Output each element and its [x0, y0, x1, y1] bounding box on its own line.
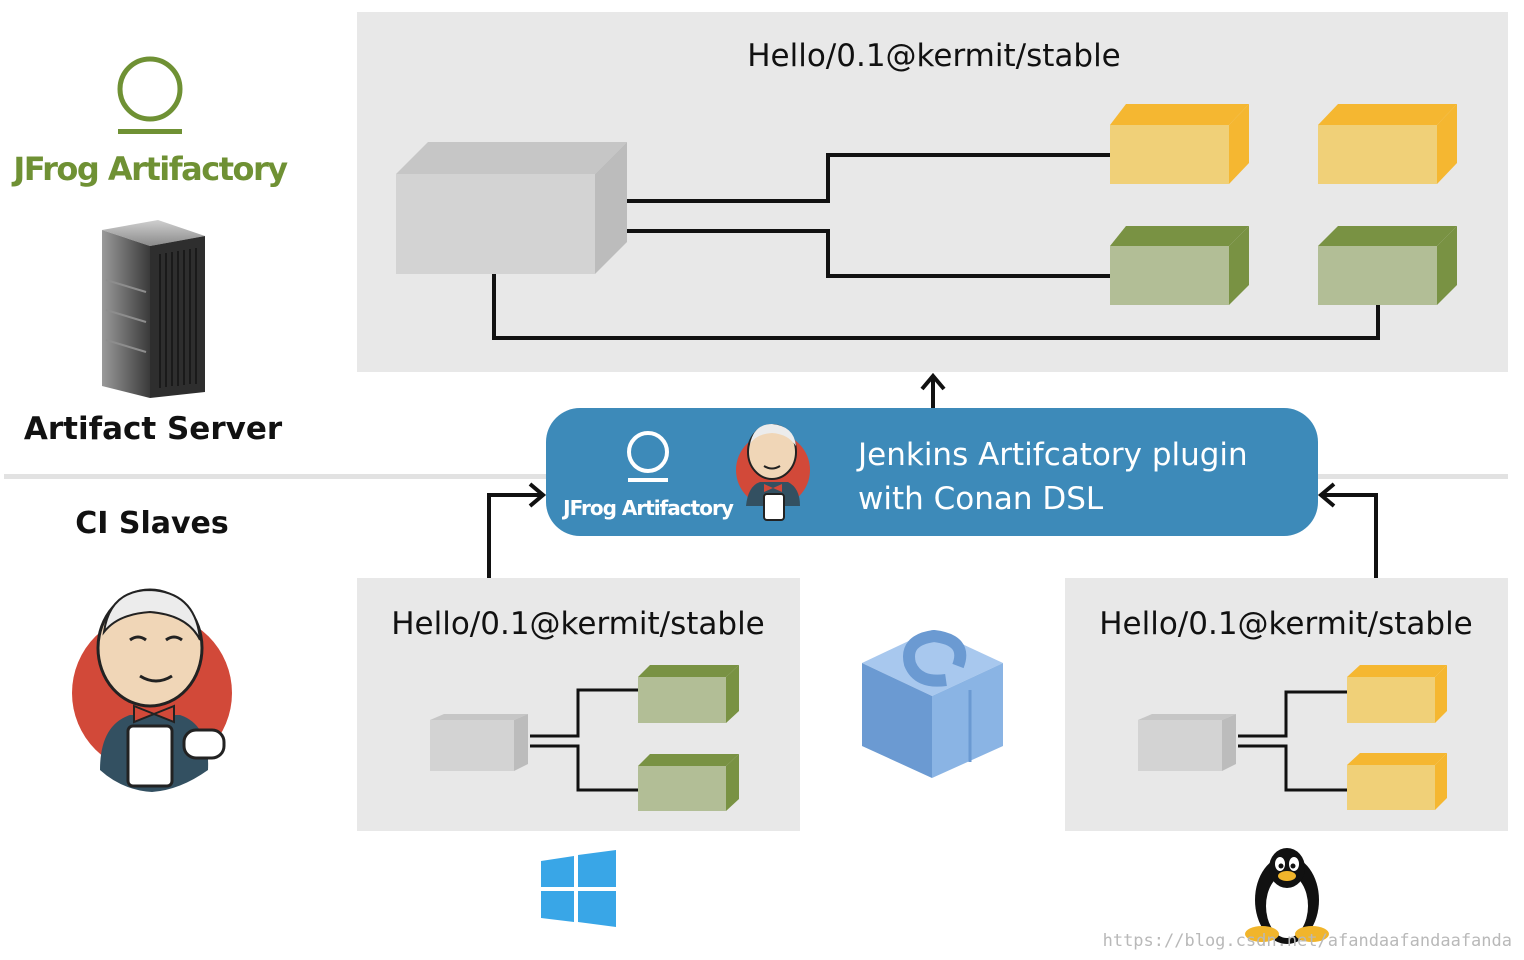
plugin-title-line1: Jenkins Artifcatory plugin [856, 437, 1248, 473]
arrow-up-icon [920, 372, 946, 408]
linux-yellow-package-1 [1347, 665, 1447, 723]
watermark-url: https://blog.csdn.net/afandaafandaafanda [1103, 931, 1512, 951]
jenkins-plugin-banner [546, 408, 1318, 536]
artifact-server-label: Artifact Server [24, 411, 283, 447]
linux-yellow-package-2 [1347, 753, 1447, 810]
windows-root-package [430, 714, 528, 771]
root-package-block [396, 142, 627, 274]
jfrog-logo-icon [117, 56, 183, 134]
server-package-ref: Hello/0.1@kermit/stable [747, 38, 1121, 74]
server-icon [102, 220, 205, 398]
plugin-jfrog-brand: JFrog Artifactory [561, 496, 734, 520]
arrow-right-icon [487, 482, 547, 578]
jfrog-brand-text: JFrog Artifactory [11, 150, 288, 188]
linux-package-ref: Hello/0.1@kermit/stable [1099, 606, 1473, 642]
ci-slaves-label: CI Slaves [75, 506, 229, 541]
conan-icon [862, 629, 1003, 778]
jenkins-icon [72, 588, 232, 792]
server-green-package-1 [1110, 226, 1249, 305]
server-yellow-package-1 [1110, 104, 1249, 184]
plugin-title-line2: with Conan DSL [858, 481, 1104, 517]
arrow-left-icon [1317, 482, 1378, 578]
windows-green-package-2 [638, 754, 739, 811]
plugin-jenkins-icon [736, 424, 810, 521]
linux-root-package [1138, 714, 1236, 771]
linux-package-graph [1238, 690, 1350, 792]
server-green-package-2 [1318, 226, 1457, 305]
windows-green-package-1 [638, 665, 739, 723]
server-package-graph [492, 153, 1380, 340]
linux-tux-icon [1245, 848, 1329, 944]
windows-package-graph [530, 688, 640, 792]
windows-package-ref: Hello/0.1@kermit/stable [391, 606, 765, 642]
server-yellow-package-2 [1318, 104, 1457, 184]
windows-icon [541, 850, 616, 927]
plugin-jfrog-logo-icon [627, 431, 669, 482]
